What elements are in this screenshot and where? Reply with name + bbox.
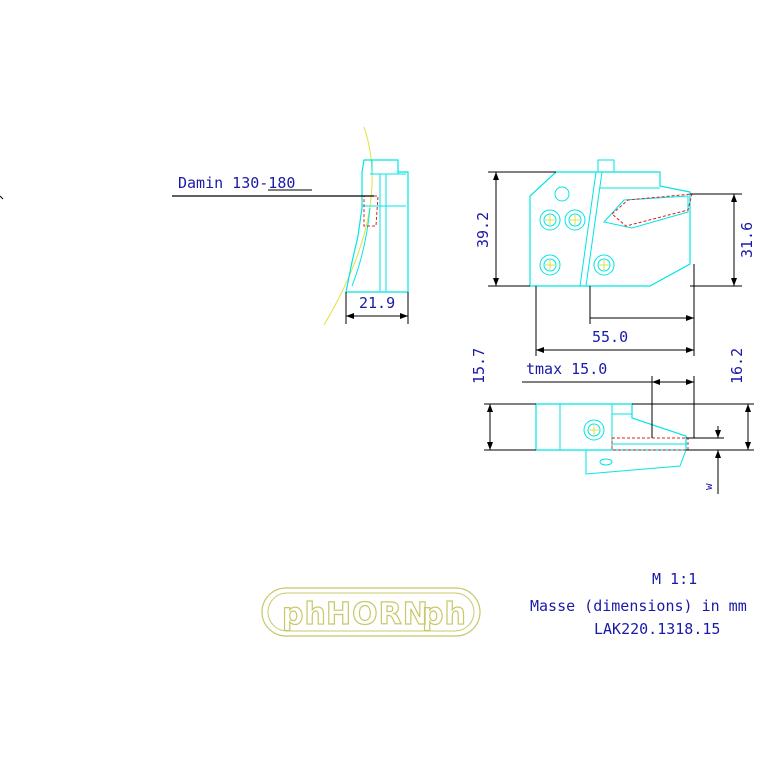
arrow	[652, 379, 660, 385]
arrow	[686, 347, 694, 353]
arrow	[686, 379, 694, 385]
arrow	[536, 347, 544, 353]
arrow	[686, 315, 694, 321]
side-top-block	[371, 159, 399, 175]
screw-hole	[539, 254, 561, 276]
front-insert-hidden	[611, 193, 693, 227]
arrow	[493, 278, 499, 286]
side-part-outline	[345, 159, 409, 293]
side-view: Damin 130-180 21.9	[172, 126, 409, 326]
top-height-right-label: 16.2	[728, 348, 746, 384]
diameter-label: Damin 130-180	[178, 174, 295, 192]
arrow	[400, 313, 408, 319]
front-hole	[554, 186, 570, 202]
top-lower-wedge	[585, 449, 687, 475]
top-view: 15.7 16.2 tmax 15.0 w	[470, 348, 754, 494]
top-screw-outer	[583, 419, 605, 441]
side-inner-curve	[351, 207, 371, 287]
front-view: 39.2 31.6 55.0	[474, 159, 756, 356]
front-top-block	[597, 159, 615, 173]
horn-logo: ph HORN ph	[261, 587, 481, 637]
arrow	[745, 442, 751, 450]
screw-hole	[593, 254, 615, 276]
part-number: LAK220.1318.15	[594, 620, 720, 638]
side-insert-hidden	[363, 195, 379, 227]
height-right-label: 31.6	[738, 222, 756, 258]
w-label: w	[702, 483, 715, 490]
units-note: Masse (dimensions) in mm	[530, 597, 747, 615]
width-label: 21.9	[359, 294, 395, 312]
top-part-outline	[535, 403, 687, 451]
front-slot-line	[579, 171, 597, 287]
logo-inner-frame	[267, 592, 475, 632]
screw-hole	[539, 209, 561, 231]
height-left-label: 39.2	[474, 212, 492, 248]
arrow	[745, 404, 751, 412]
tmax-label: tmax 15.0	[526, 360, 607, 378]
arrow	[493, 172, 499, 180]
logo-brand: HORN	[326, 597, 429, 632]
logo-mark-left: ph	[282, 597, 327, 632]
arrow	[715, 430, 721, 438]
front-clamp	[603, 195, 689, 229]
arrow	[731, 278, 737, 286]
arrow	[487, 442, 493, 450]
front-part-outline	[529, 171, 691, 287]
arrow	[731, 194, 737, 202]
edge-tick	[0, 195, 4, 200]
top-wedge-hole	[599, 458, 613, 466]
top-screw-inner	[587, 423, 601, 437]
arrow	[346, 313, 354, 319]
scale-note: M 1:1	[652, 570, 697, 588]
front-slot-line	[585, 171, 603, 287]
logo-mark-right: ph	[422, 597, 467, 632]
cut-diameter-arc	[323, 126, 373, 326]
screw-hole	[564, 209, 586, 231]
logo-outer-frame	[261, 587, 481, 637]
top-height-left-label: 15.7	[470, 348, 488, 384]
arrow	[487, 404, 493, 412]
arrow	[715, 450, 721, 458]
length-label: 55.0	[592, 328, 628, 346]
